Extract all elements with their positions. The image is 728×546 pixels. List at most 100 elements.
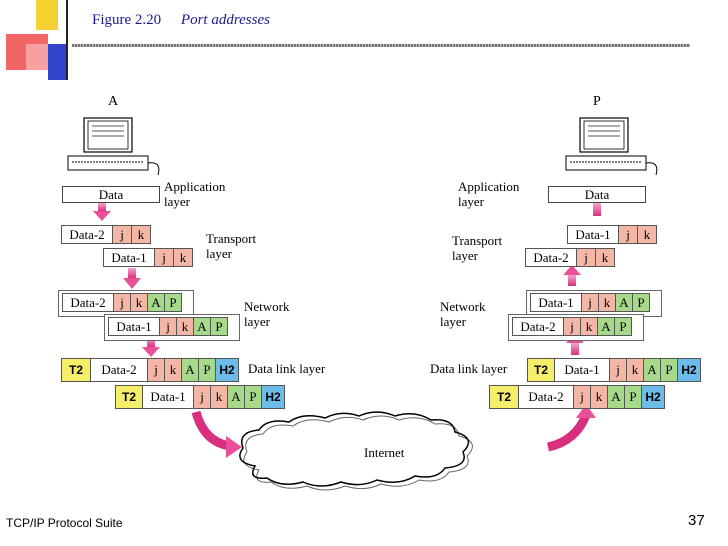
payload-cell: Data-2 bbox=[62, 293, 114, 312]
network-packet-left-1: Data-2 j k A P bbox=[62, 293, 182, 312]
port-cell: j bbox=[159, 317, 177, 336]
datalink-frame-left-2: T2 Data-1 j k A P H2 bbox=[115, 385, 285, 409]
port-cell: k bbox=[210, 385, 228, 409]
header-cell: H2 bbox=[677, 358, 701, 382]
payload-cell: Data-2 bbox=[512, 317, 564, 336]
data-box-left: Data bbox=[62, 186, 160, 203]
down-arrow-3 bbox=[142, 338, 160, 357]
figure-caption: Port addresses bbox=[180, 12, 270, 28]
data-box-right: Data bbox=[548, 186, 646, 203]
ip-cell: A bbox=[597, 317, 615, 336]
port-cell: j bbox=[573, 385, 591, 409]
payload-cell: Data-1 bbox=[103, 248, 155, 267]
deco-square-blue bbox=[48, 44, 66, 80]
deco-square-yellow bbox=[36, 0, 58, 30]
datalink-layer-label-left: Data link layer bbox=[248, 361, 326, 376]
curved-arrow-into-internet bbox=[191, 410, 242, 458]
payload-cell: Data-2 bbox=[518, 385, 574, 409]
ip-cell: P bbox=[624, 385, 642, 409]
curved-arrow-out-of-internet bbox=[546, 404, 596, 452]
internet-cloud bbox=[239, 411, 473, 491]
computer-icon-right bbox=[565, 117, 658, 176]
trailer-cell: T2 bbox=[61, 358, 91, 382]
port-cell: j bbox=[609, 358, 627, 382]
network-packet-right-2: Data-2 j k A P bbox=[512, 317, 632, 336]
up-arrow-2 bbox=[563, 265, 581, 286]
port-cell: j bbox=[576, 248, 596, 267]
payload-cell: Data-1 bbox=[567, 225, 619, 244]
ip-cell: A bbox=[181, 358, 199, 382]
port-cell: j bbox=[563, 317, 581, 336]
ip-cell: A bbox=[607, 385, 625, 409]
down-arrow-2 bbox=[123, 268, 141, 289]
header-cell: H2 bbox=[215, 358, 239, 382]
ip-cell: P bbox=[244, 385, 262, 409]
port-cell: k bbox=[173, 248, 193, 267]
port-cell: k bbox=[580, 317, 598, 336]
port-cell: k bbox=[130, 293, 148, 312]
port-cell: j bbox=[154, 248, 174, 267]
trailer-cell: T2 bbox=[115, 385, 143, 409]
deco-square-pink bbox=[26, 44, 48, 70]
payload-cell: Data-2 bbox=[61, 225, 113, 244]
port-cell: k bbox=[637, 225, 657, 244]
down-arrow-1 bbox=[93, 203, 111, 221]
datalink-frame-right-1: T2 Data-1 j k A P H2 bbox=[527, 358, 701, 382]
port-cell: k bbox=[176, 317, 194, 336]
ip-cell: P bbox=[210, 317, 228, 336]
transport-packet-left-1: Data-2 j k bbox=[61, 225, 151, 244]
footer-title: TCP/IP Protocol Suite bbox=[6, 516, 123, 530]
ip-cell: P bbox=[164, 293, 182, 312]
port-cell: k bbox=[626, 358, 644, 382]
ip-cell: A bbox=[147, 293, 165, 312]
host-label-left: A bbox=[108, 94, 119, 109]
transport-packet-right-2: Data-2 j k bbox=[525, 248, 615, 267]
payload-cell: Data-1 bbox=[554, 358, 610, 382]
ip-cell: A bbox=[643, 358, 661, 382]
title-underline bbox=[72, 44, 690, 47]
datalink-frame-right-2: T2 Data-2 j k A P H2 bbox=[489, 385, 665, 409]
port-cell: k bbox=[595, 248, 615, 267]
network-packet-right-1: Data-1 j k A P bbox=[530, 293, 650, 312]
datalink-layer-label-right: Data link layer bbox=[430, 361, 508, 376]
port-cell: k bbox=[598, 293, 616, 312]
port-cell: j bbox=[112, 225, 132, 244]
host-label-right: P bbox=[593, 94, 601, 109]
header-cell: H2 bbox=[261, 385, 285, 409]
payload-cell: Data-1 bbox=[530, 293, 582, 312]
ip-cell: P bbox=[632, 293, 650, 312]
trailer-cell: T2 bbox=[527, 358, 555, 382]
transport-packet-left-2: Data-1 j k bbox=[103, 248, 193, 267]
deco-vline bbox=[66, 0, 68, 80]
ip-cell: P bbox=[660, 358, 678, 382]
ip-cell: A bbox=[227, 385, 245, 409]
computer-icon-left bbox=[67, 117, 160, 176]
datalink-frame-left-1: T2 Data-2 j k A P H2 bbox=[61, 358, 239, 382]
port-cell: k bbox=[131, 225, 151, 244]
port-cell: k bbox=[164, 358, 182, 382]
ip-cell: A bbox=[615, 293, 633, 312]
network-packet-left-2: Data-1 j k A P bbox=[108, 317, 228, 336]
figure-number: Figure 2.20 bbox=[92, 12, 162, 28]
figure-title: Figure 2.20 Port addresses bbox=[92, 12, 270, 29]
payload-cell: Data-2 bbox=[525, 248, 577, 267]
ip-cell: P bbox=[198, 358, 216, 382]
port-cell: k bbox=[590, 385, 608, 409]
header-cell: H2 bbox=[641, 385, 665, 409]
page-number: 37 bbox=[688, 512, 705, 529]
trailer-cell: T2 bbox=[489, 385, 519, 409]
internet-label: Internet bbox=[364, 445, 405, 460]
transport-packet-right-1: Data-1 j k bbox=[567, 225, 657, 244]
port-cell: j bbox=[193, 385, 211, 409]
ip-cell: P bbox=[614, 317, 632, 336]
port-cell: j bbox=[147, 358, 165, 382]
payload-cell: Data-1 bbox=[108, 317, 160, 336]
ip-cell: A bbox=[193, 317, 211, 336]
